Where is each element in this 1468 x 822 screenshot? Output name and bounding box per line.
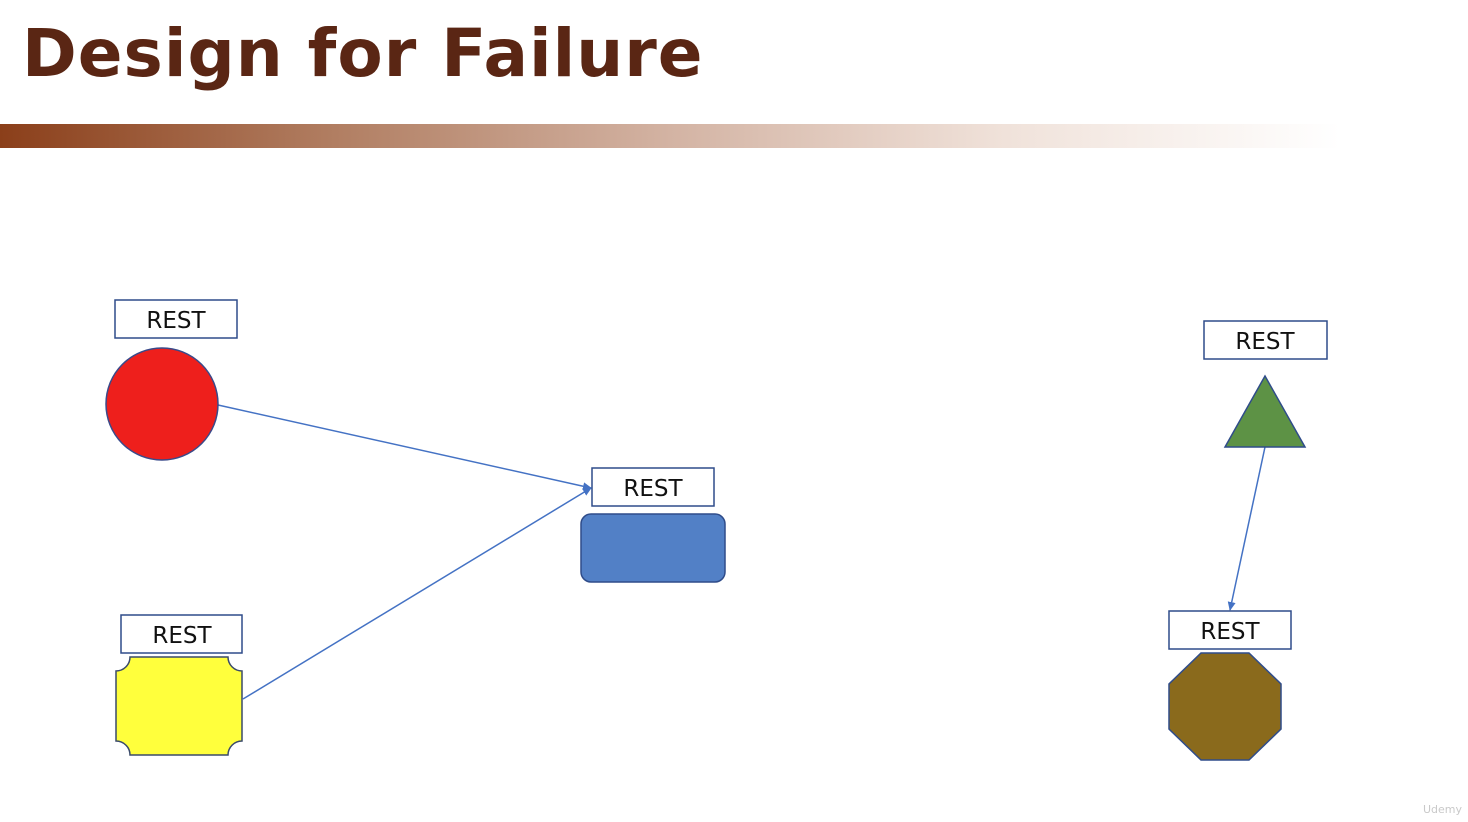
- rest-label-text: REST: [146, 308, 206, 334]
- rest-label-box: [1203, 320, 1328, 360]
- node-yellow-plaque: REST: [115, 614, 243, 756]
- node-brown-octagon: REST: [1168, 610, 1292, 761]
- yellow-plaque-shape: [115, 656, 243, 756]
- edge-yellow-to-blue: [242, 487, 592, 700]
- rest-label-box: [591, 467, 715, 507]
- rest-label-box: [120, 614, 243, 654]
- edge-triangle-to-octagon: [1227, 446, 1266, 611]
- rest-label-box: [1168, 610, 1292, 650]
- green-triangle-shape: [1223, 374, 1307, 448]
- slide-title: Design for Failure: [22, 15, 704, 92]
- title-gradient-bar: [0, 124, 1340, 148]
- edge-red-to-blue: [217, 404, 592, 491]
- rest-label-text: REST: [623, 476, 683, 502]
- rest-label-text: REST: [1200, 619, 1260, 645]
- blue-rect-shape: [580, 513, 726, 583]
- brown-octagon-shape: [1168, 652, 1282, 761]
- node-blue-rect: REST: [580, 467, 726, 583]
- node-green-triangle: REST: [1203, 320, 1328, 448]
- rest-label-text: REST: [1235, 329, 1295, 355]
- udemy-watermark: Udemy: [1422, 803, 1462, 816]
- node-red-circle: REST: [105, 299, 238, 461]
- rest-label-box: [114, 299, 238, 339]
- rest-label-text: REST: [152, 623, 212, 649]
- red-circle-shape: [105, 347, 219, 461]
